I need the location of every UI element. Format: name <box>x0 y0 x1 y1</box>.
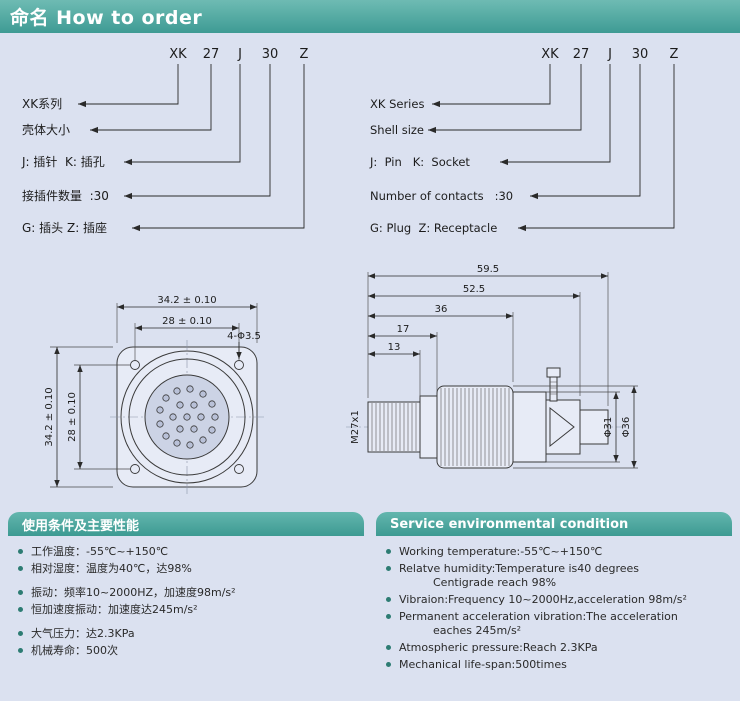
code-label: J: 插针 K: 插孔 <box>21 154 105 169</box>
code-label: Number of contacts :30 <box>370 189 513 203</box>
code-part: J <box>607 47 612 62</box>
bullet-icon <box>386 597 391 602</box>
order-code-en-leader-lines <box>428 64 675 232</box>
conditions-panel-cn-title: 使用条件及主要性能 <box>22 518 140 534</box>
code-label: 接插件数量 :30 <box>22 188 109 203</box>
dim-36: 36 <box>435 304 448 315</box>
code-label: Shell size <box>370 123 424 137</box>
dim-holes: 4-Φ3.5 <box>227 331 261 342</box>
dimension-lines <box>368 273 637 468</box>
code-part: Z <box>670 47 679 62</box>
bullet-icon <box>386 662 391 667</box>
bullet-icon <box>386 614 391 619</box>
code-label: G: 插头 Z: 插座 <box>22 220 107 235</box>
condition-item: 大气压力：达2.3KPa <box>14 627 364 641</box>
dim-total-length: 59.5 <box>477 264 499 275</box>
conditions-panel-en-title: Service environmental condition <box>390 516 629 532</box>
page-header: 命名 How to order <box>0 0 740 33</box>
condition-item: Vibraion:Frequency 10~2000Hz,acceleratio… <box>382 593 732 607</box>
code-label: XK Series <box>370 97 424 111</box>
order-code-diagram-cn: XK 27 J 30 Z XK系列 壳体大小 J: 插针 K: 插孔 接插件数量… <box>21 47 309 235</box>
bullet-icon <box>386 549 391 554</box>
extension-lines <box>367 272 638 469</box>
coupling-nut <box>436 385 514 469</box>
code-part: 30 <box>262 47 279 62</box>
page-title: 命名 How to order <box>10 7 203 29</box>
condition-item: 振动：频率10~2000HZ，加速度98m/s² <box>14 586 364 600</box>
thread-spec: M27x1 <box>350 410 361 444</box>
dia-36: Φ36 <box>621 417 632 438</box>
condition-item: 机械寿命：500次 <box>14 644 364 658</box>
order-code-cn: XK 27 J 30 Z <box>169 47 308 62</box>
dim-height-outer: 34.2 ± 0.10 <box>44 387 55 446</box>
pin-field <box>156 385 219 449</box>
bullet-icon <box>18 648 23 653</box>
bullet-icon <box>386 566 391 571</box>
conditions-panel-cn-header: 使用条件及主要性能 <box>8 512 364 536</box>
outer-ring <box>120 350 254 484</box>
dia-31: Φ31 <box>603 417 614 438</box>
condition-item: 工作温度：-55℃~+150℃ <box>14 545 364 559</box>
dimension-lines <box>54 304 257 487</box>
conditions-list-cn: 工作温度：-55℃~+150℃ 相对湿度：温度为40℃，达98% 振动：频率10… <box>8 536 364 658</box>
code-label: XK系列 <box>22 97 62 111</box>
front-view-drawing: 34.2 ± 0.10 28 ± 0.10 4-Φ3.5 34.2 ± 0.10… <box>44 295 264 494</box>
condition-item: Atmospheric pressure:Reach 2.3KPa <box>382 641 732 655</box>
dim-17: 17 <box>397 324 410 335</box>
code-part: Z <box>300 47 309 62</box>
code-label: G: Plug Z: Receptacle <box>370 221 497 235</box>
condition-item: 恒加速度振动：加速度达245m/s² <box>14 603 364 617</box>
end-cylinder <box>579 409 609 445</box>
conditions-list-en: Working temperature:-55℃~+150℃ Relatve h… <box>376 536 732 672</box>
bullet-icon <box>386 645 391 650</box>
order-code-en: XK 27 J 30 Z <box>541 47 678 62</box>
condition-item: 相对湿度：温度为40℃，达98% <box>14 562 364 576</box>
conditions-panel-en-header: Service environmental condition <box>376 512 732 536</box>
dim-52: 52.5 <box>463 284 485 295</box>
code-label: 壳体大小 <box>22 123 70 137</box>
step-ring <box>419 395 438 459</box>
side-view-drawing: 59.5 52.5 36 17 13 M27x1 Φ31 Φ36 <box>346 264 638 469</box>
conditions-panel-cn: 使用条件及主要性能 工作温度：-55℃~+150℃ 相对湿度：温度为40℃，达9… <box>8 512 364 661</box>
bullet-icon <box>18 607 23 612</box>
dim-width-outer: 34.2 ± 0.10 <box>157 295 216 306</box>
code-part: 27 <box>203 47 220 62</box>
rear-body <box>512 391 547 463</box>
knurl-hatching <box>440 388 510 466</box>
order-code-diagram-en: XK 27 J 30 Z XK Series Shell size J: Pin… <box>369 47 679 235</box>
dim-width-inner: 28 ± 0.10 <box>162 316 212 327</box>
condition-item: Mechanical life-span:500times <box>382 658 732 672</box>
thread-section <box>367 401 421 453</box>
condition-item: Permanent acceleration vibration:The acc… <box>382 610 732 638</box>
condition-item: Working temperature:-55℃~+150℃ <box>382 545 732 559</box>
clamp-screw-stem <box>549 376 558 402</box>
code-part: XK <box>541 47 559 62</box>
thread-hatching <box>371 403 417 451</box>
code-part: 27 <box>573 47 590 62</box>
order-code-cn-labels: XK系列 壳体大小 J: 插针 K: 插孔 接插件数量 :30 G: 插头 Z:… <box>21 97 109 235</box>
dim-height-inner: 28 ± 0.10 <box>67 392 78 442</box>
bullet-icon <box>18 631 23 636</box>
cable-clamp <box>545 399 581 455</box>
conditions-panel-en: Service environmental condition Working … <box>376 512 732 675</box>
code-part: XK <box>169 47 187 62</box>
bullet-icon <box>18 566 23 571</box>
bullet-icon <box>18 590 23 595</box>
dim-13: 13 <box>388 342 401 353</box>
order-code-cn-leader-lines <box>78 64 305 232</box>
cable-cone <box>549 406 575 448</box>
code-part: J <box>237 47 242 62</box>
code-label: J: Pin K: Socket <box>369 155 470 169</box>
code-part: 30 <box>632 47 649 62</box>
inner-ring <box>128 358 246 476</box>
order-code-en-labels: XK Series Shell size J: Pin K: Socket Nu… <box>369 97 513 235</box>
condition-item: Relatve humidity:Temperature is40 degree… <box>382 562 732 590</box>
clamp-screw-head <box>546 367 561 378</box>
connector-body <box>367 367 609 469</box>
bullet-icon <box>18 549 23 554</box>
